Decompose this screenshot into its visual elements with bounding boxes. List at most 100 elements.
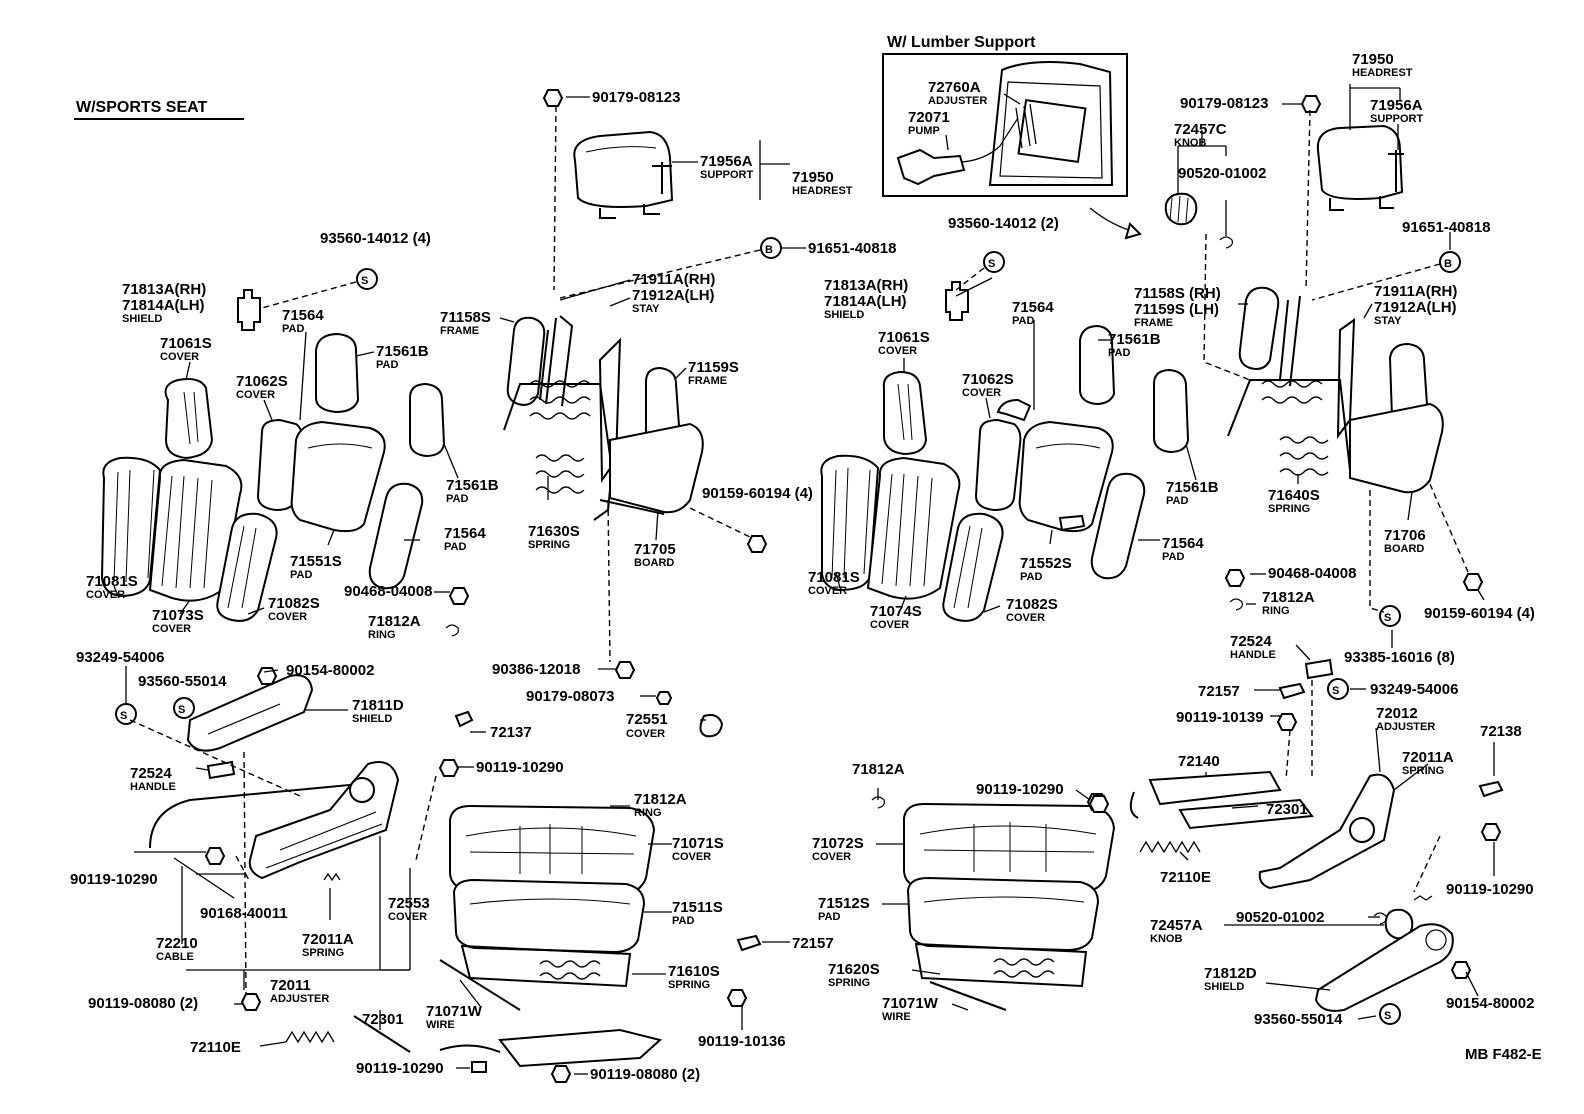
callout: 90119-08080 (2) [590,1066,700,1083]
callout: 71813A(RH) [824,277,908,294]
frame-71158S-right [1238,286,1280,370]
callout-pn: 71812A [852,761,905,778]
callout: 90119-10139 [1176,709,1264,726]
callout-name: SHIELD [824,309,864,321]
callout-name: PAD [1162,551,1184,563]
callout: 90154-80002 [286,662,374,679]
left-seatback-parts: S B [100,89,782,738]
callout-pn: 71950 [1352,51,1394,68]
callout-name: HANDLE [1230,649,1276,661]
callout: 72110E [190,1039,241,1056]
callout-name: FRAME [688,375,727,387]
right-headrest [1316,124,1404,200]
callout-pn: 71081S [808,569,860,586]
callout: 72140 [1178,753,1220,770]
callout-pn: 71081S [86,573,138,590]
spring-72110E-right [1139,840,1201,854]
callout-pn: 90179-08073 [526,688,614,705]
callout-pn: 71071S [672,835,724,852]
callout: 90159-60194 (4) [702,485,813,502]
callout-name: SPRING [668,979,710,991]
callout: 71912A(LH)STAY [632,287,715,315]
callout: 93385-16016 (8) [1344,649,1455,666]
callout-pn: 90520-01002 [1236,909,1324,926]
callout-pn: 93560-55014 [1254,1011,1343,1028]
callout: 93560-14012 (2) [948,215,1059,232]
callout-pn: 71911A(RH) [1374,283,1457,300]
callout-name: SPRING [1268,503,1310,515]
callout: 93560-55014 [138,673,227,690]
callout: 90159-60194 (4) [1424,605,1535,622]
callout: 93560-14012 (4) [320,230,431,247]
callout-pn: 90119-08080 (2) [590,1066,700,1083]
callout-pn: 72157 [792,935,834,952]
callout-pn: 90468-04008 [344,583,432,600]
callout-pn: 71561B [376,343,429,360]
shield-71811D [186,674,314,752]
pad-71552S [1018,420,1114,533]
handle-72524 [206,760,236,780]
callout-name: STAY [1374,315,1402,327]
callout-name: SHIELD [122,313,162,325]
callout: 72110E [1160,869,1211,886]
callout: 72138 [1480,723,1522,740]
callout-pn: 71814A(LH) [122,297,205,314]
callout: 71912A(LH)STAY [1374,299,1457,327]
left-headrest [573,130,674,208]
callout-pn: 72553 [388,895,430,912]
callout-pn: 72138 [1480,723,1522,740]
callout-name: BOARD [634,557,674,569]
callout-pn: 71564 [444,525,486,542]
callout-name: PAD [290,569,312,581]
callout-name: KNOB [1150,933,1182,945]
callout-pn: 71630S [528,523,580,540]
callout-pn: 71813A(RH) [122,281,206,298]
callout: 90179-08123 [1180,95,1268,112]
callout-name: STAY [632,303,660,315]
callout-pn: 93560-14012 (2) [948,215,1059,232]
callout-name: HEADREST [1352,67,1413,79]
pad-71561B-mid-right [1153,368,1190,454]
callout-pn: 72137 [490,724,532,741]
callout-pn: 90119-08080 (2) [88,995,198,1012]
callout-name: COVER [808,585,847,597]
callout-name: COVER [878,345,917,357]
callout-name: HANDLE [130,781,176,793]
callout-pn: 90159-60194 (4) [702,485,813,502]
callout-pn: 71561B [1166,479,1219,496]
callout-pn: 71610S [668,963,720,980]
callout-pn: 90119-10290 [1446,881,1534,898]
spring-72110E [285,1030,335,1044]
callout-pn: 72011A [302,931,354,948]
callout-name: FRAME [1134,317,1173,329]
callout-pn: 71158S [440,309,491,326]
wire-71071W [439,959,521,1011]
callout-name: ADJUSTER [270,993,329,1005]
spring-71620S [914,942,1088,988]
spring-71610S [460,944,632,988]
callout-name: COVER [812,851,851,863]
callout-pn: 71812A [1262,589,1315,606]
callout: 91651-40818 [808,240,896,257]
cover-71082S-mid [942,512,1004,622]
callout-pn: 71062S [962,371,1014,388]
left-cushion-adjuster-parts: S S [115,667,762,1083]
callout-pn: 71561B [446,477,499,494]
callout-name: SUPPORT [700,169,753,181]
callout: 90179-08123 [592,89,680,106]
